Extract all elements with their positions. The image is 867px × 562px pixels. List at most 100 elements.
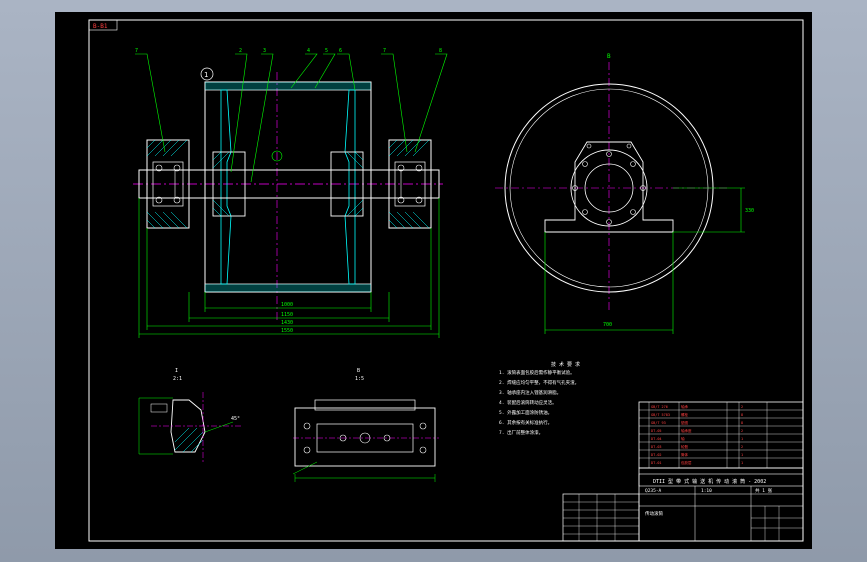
- left-end-disc: [220, 89, 232, 285]
- svg-text:2: 2: [741, 445, 743, 449]
- sheet-border: [88, 19, 804, 542]
- sheet-tag-box: [88, 19, 118, 31]
- svg-text:轮毂: 轮毂: [681, 444, 689, 449]
- hub-hatching: [212, 151, 364, 217]
- sheet-tag: B-B1: [93, 23, 108, 30]
- detail-middle-label: B: [357, 368, 360, 374]
- part-leaders: [135, 53, 448, 183]
- svg-text:2: 2: [741, 429, 743, 433]
- right-bearing-hatch: [388, 139, 430, 229]
- note-5: 5. 外露加工面涂防锈油。: [499, 409, 552, 416]
- svg-text:GB/T 5783: GB/T 5783: [651, 413, 670, 417]
- svg-text:7: 7: [383, 48, 386, 54]
- detail-balloon: [200, 67, 214, 81]
- svg-text:5: 5: [325, 48, 328, 54]
- left-bearing-housing: [146, 139, 190, 229]
- left-bearing: [152, 161, 184, 207]
- drawing-title: DTII 型 带 式 输 送 机 传 动 滚 筒 - 2002: [653, 478, 766, 485]
- svg-text:DT-03: DT-03: [651, 445, 662, 449]
- notes-heading: 技 术 要 求: [551, 361, 580, 368]
- dim-label-4: 1550: [281, 328, 293, 334]
- svg-text:7: 7: [135, 48, 138, 54]
- svg-text:包胶层: 包胶层: [681, 460, 692, 465]
- svg-text:垫圈: 垫圈: [681, 420, 689, 425]
- drum-shell: [204, 81, 372, 293]
- right-bearing: [394, 161, 426, 207]
- bearing-pedestal: [544, 141, 674, 233]
- right-end-disc: [344, 89, 356, 285]
- main-view: 1 7 2 3 4 5 6 7 8: [133, 48, 448, 338]
- shaft: [138, 169, 440, 199]
- detail-middle-dims: [294, 474, 436, 482]
- side-height-dim: 330: [745, 208, 754, 214]
- detail-left-angle: 45°: [231, 416, 240, 422]
- right-bearing-housing: [388, 139, 432, 229]
- svg-text:2: 2: [239, 48, 242, 54]
- detail-left-profile: [170, 399, 206, 453]
- drum-lagging-bottom: [205, 284, 371, 292]
- right-roller-4: [415, 196, 423, 204]
- svg-text:GB/T 93: GB/T 93: [651, 421, 666, 425]
- svg-text:8: 8: [741, 421, 743, 425]
- title-band: [638, 473, 804, 487]
- svg-text:4: 4: [307, 48, 310, 54]
- detail-left-scale: 2:1: [173, 376, 182, 382]
- left-bearing-hatch: [146, 139, 188, 229]
- svg-text:DT-04: DT-04: [651, 437, 662, 441]
- dim-label-1: 1000: [281, 302, 293, 308]
- svg-text:DT-01: DT-01: [651, 461, 662, 465]
- svg-text:筒体: 筒体: [681, 452, 689, 457]
- part-numbers: 7 2 3 4 5 6 7 8: [135, 48, 442, 54]
- svg-text:GB/T 276: GB/T 276: [651, 405, 668, 409]
- dim-label-2: 1150: [281, 312, 293, 318]
- right-roller-2: [415, 164, 423, 172]
- svg-text:8: 8: [439, 48, 442, 54]
- note-4: 4. 装配后滚筒转动应灵活。: [499, 399, 557, 406]
- left-roller-4: [173, 196, 181, 204]
- svg-text:2: 2: [741, 405, 743, 409]
- svg-text:6: 6: [339, 48, 342, 54]
- svg-text:轴承: 轴承: [681, 404, 689, 409]
- signature-frame: [562, 493, 640, 542]
- svg-text:1: 1: [741, 461, 743, 465]
- side-dimensions: [544, 187, 745, 334]
- side-width-dim: 700: [603, 322, 612, 328]
- shaft-bore: [584, 163, 634, 213]
- svg-text:8: 8: [741, 413, 743, 417]
- svg-text:3: 3: [263, 48, 266, 54]
- detail-left-angle-leader: [204, 421, 234, 433]
- svg-text:1: 1: [741, 437, 743, 441]
- detail-left-callout: [150, 403, 168, 413]
- detail-left-label: I: [175, 368, 178, 374]
- signature-grid: [563, 494, 639, 541]
- technical-notes: 技 术 要 求 1. 滚筒表面包胶后需作静平衡试验。 2. 焊缝应均匀平整，不得…: [499, 361, 580, 436]
- detail-middle-leader: [292, 461, 318, 475]
- title-sheet: 共 1 张: [755, 487, 773, 494]
- detail-balloon-label: 1: [204, 71, 208, 79]
- svg-text:DT-05: DT-05: [651, 429, 662, 433]
- left-roller-1: [155, 164, 163, 172]
- left-roller-3: [155, 196, 163, 204]
- main-dim-labels: 1000 1150 1430 1550: [281, 302, 293, 334]
- note-2: 2. 焊缝应均匀平整，不得有气孔夹渣。: [499, 379, 579, 386]
- svg-text:螺栓: 螺栓: [681, 412, 689, 417]
- note-3: 3. 轴承座内注入锂基润滑脂。: [499, 389, 561, 396]
- detail-middle-scale: 1:5: [355, 376, 364, 382]
- note-1: 1. 滚筒表面包胶后需作静平衡试验。: [499, 369, 575, 376]
- note-6: 6. 其余按有关标准执行。: [499, 419, 552, 426]
- right-roller-3: [397, 196, 405, 204]
- title-block: DTII 型 带 式 输 送 机 传 动 滚 筒 - 2002 Q235-A 1…: [638, 467, 804, 542]
- right-roller-1: [397, 164, 405, 172]
- detail-middle-bolts: [303, 422, 427, 454]
- detail-view-middle: B 1:5: [292, 368, 439, 482]
- parts-list-text: GB/T 276 轴承 2 GB/T 5783 螺栓 8 GB/T 93 垫圈 8 DT-0…: [651, 404, 743, 465]
- title-scale: 1:10: [701, 488, 712, 494]
- side-view: B 700 330: [495, 53, 754, 334]
- title-material: Q235-A: [645, 488, 662, 494]
- datum-symbol: [271, 150, 283, 162]
- bearing-cap-circle: [570, 149, 648, 227]
- svg-text:DT-02: DT-02: [651, 453, 662, 457]
- detail-view-left: I 2:1 45°: [138, 368, 241, 462]
- drawing-sheet: B-B1: [55, 12, 812, 549]
- detail-left-hatch: [174, 427, 204, 453]
